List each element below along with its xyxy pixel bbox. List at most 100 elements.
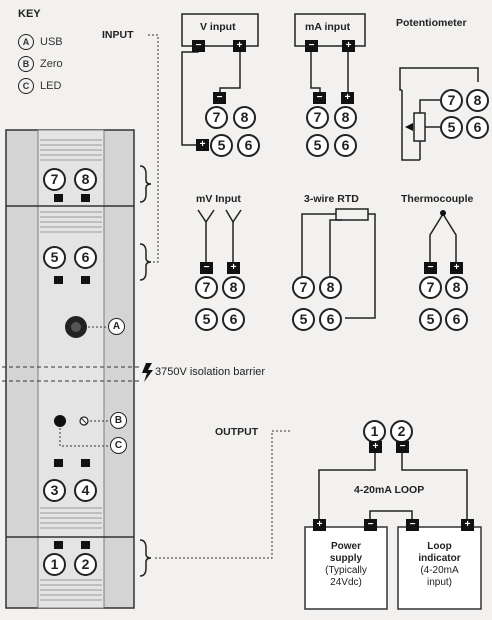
power-supply-title1: Power — [330, 541, 361, 552]
v-input-5: 5 — [210, 134, 233, 157]
pot-5: 5 — [440, 116, 463, 139]
mv-input-5: 5 — [195, 308, 218, 331]
marker-c: C — [110, 437, 127, 454]
pot-6: 6 — [466, 116, 489, 139]
key-label-zero: Zero — [40, 58, 63, 70]
mv-input-minus: − — [200, 262, 213, 274]
loop-indicator-box — [397, 526, 482, 610]
ma-input-term-minus: − — [313, 92, 326, 104]
loop-indicator-minus: − — [406, 519, 419, 531]
tc-6: 6 — [445, 308, 468, 331]
v-input-label: V input — [200, 21, 236, 33]
marker-a: A — [108, 318, 125, 335]
input-label: INPUT — [102, 29, 134, 41]
braces — [139, 165, 152, 577]
key-item-usb: A USB — [18, 34, 63, 50]
v-input-6: 6 — [237, 134, 260, 157]
power-supply-title2: supply — [329, 553, 363, 564]
key-letter-a: A — [18, 34, 34, 50]
power-supply-minus: − — [364, 519, 377, 531]
v-input-minus: − — [192, 40, 205, 52]
tc-minus: − — [424, 262, 437, 274]
tc-5: 5 — [419, 308, 442, 331]
power-supply-plus: + — [313, 519, 326, 531]
ma-input-term-plus: + — [341, 92, 354, 104]
rtd-5: 5 — [292, 308, 315, 331]
thermocouple-wiring — [429, 212, 457, 262]
ma-input-minus: − — [305, 40, 318, 52]
loop-indicator-sub2: input) — [426, 577, 452, 588]
key-letter-b: B — [18, 56, 34, 72]
isolation-line — [2, 366, 141, 382]
ma-input-plus: + — [342, 40, 355, 52]
device-terminal-4: 4 — [74, 479, 97, 502]
device-terminal-2: 2 — [74, 553, 97, 576]
mv-input-8: 8 — [222, 276, 245, 299]
tc-8: 8 — [445, 276, 468, 299]
v-input-term-minus: − — [213, 92, 226, 104]
ma-input-7: 7 — [306, 106, 329, 129]
power-supply-box — [304, 526, 388, 610]
rtd-wiring — [301, 208, 376, 319]
v-input-7: 7 — [205, 106, 228, 129]
device-body — [5, 129, 135, 609]
thermocouple-label: Thermocouple — [401, 193, 474, 205]
loop-indicator-sub1: (4-20mA — [420, 565, 459, 576]
output-minus: − — [396, 441, 409, 453]
power-supply-sub2: 24Vdc) — [330, 577, 362, 588]
zero-button-dot — [54, 415, 66, 427]
ma-input-8: 8 — [334, 106, 357, 129]
device-terminal-3: 3 — [43, 479, 66, 502]
loop-indicator-title1: Loop — [427, 541, 452, 552]
tc-plus: + — [450, 262, 463, 274]
device-terminal-5: 5 — [43, 246, 66, 269]
device-terminal-8: 8 — [74, 168, 97, 191]
loop-wiring — [318, 451, 468, 521]
key-label-usb: USB — [40, 36, 63, 48]
loop-indicator-text: Loop indicator (4-20mA input) — [398, 541, 481, 589]
ma-input-6: 6 — [334, 134, 357, 157]
rtd-8: 8 — [319, 276, 342, 299]
potentiometer-wiring — [399, 67, 479, 161]
potentiometer-label: Potentiometer — [396, 17, 467, 29]
pot-8: 8 — [466, 89, 489, 112]
lightning-icon — [142, 363, 153, 382]
device-terminal-6: 6 — [74, 246, 97, 269]
loop-indicator-title2: indicator — [418, 553, 461, 564]
led-symbol — [79, 416, 89, 426]
mv-input-7: 7 — [195, 276, 218, 299]
mv-input-6: 6 — [222, 308, 245, 331]
marker-b: B — [110, 412, 127, 429]
v-input-term-plus: + — [196, 139, 209, 151]
pot-7: 7 — [440, 89, 463, 112]
power-supply-sub1: (Typically — [325, 565, 367, 576]
v-input-plus: + — [233, 40, 246, 52]
loop-label: 4-20mA LOOP — [354, 484, 425, 496]
key-title: KEY — [18, 8, 41, 20]
key-item-zero: B Zero — [18, 56, 63, 72]
isolation-barrier-label: 3750V isolation barrier — [155, 366, 266, 378]
output-terminal-2: 2 — [390, 420, 413, 443]
tc-7: 7 — [419, 276, 442, 299]
device-terminal-1: 1 — [43, 553, 66, 576]
key-label-led: LED — [40, 80, 62, 92]
ma-input-label: mA input — [305, 21, 351, 33]
output-label: OUTPUT — [215, 426, 259, 438]
mv-input-plus: + — [227, 262, 240, 274]
loop-indicator-plus: + — [461, 519, 474, 531]
v-input-8: 8 — [233, 106, 256, 129]
mv-input-wiring — [197, 209, 242, 262]
output-plus: + — [369, 441, 382, 453]
key-letter-c: C — [18, 78, 34, 94]
rtd-6: 6 — [319, 308, 342, 331]
rtd-label: 3-wire RTD — [304, 193, 359, 205]
rtd-7: 7 — [292, 276, 315, 299]
usb-port — [65, 316, 87, 338]
output-terminal-1: 1 — [363, 420, 386, 443]
mv-input-label: mV Input — [196, 193, 241, 205]
ma-input-5: 5 — [306, 134, 329, 157]
key-item-led: C LED — [18, 78, 61, 94]
power-supply-text: Power supply (Typically 24Vdc) — [305, 541, 387, 589]
device-terminal-7: 7 — [43, 168, 66, 191]
